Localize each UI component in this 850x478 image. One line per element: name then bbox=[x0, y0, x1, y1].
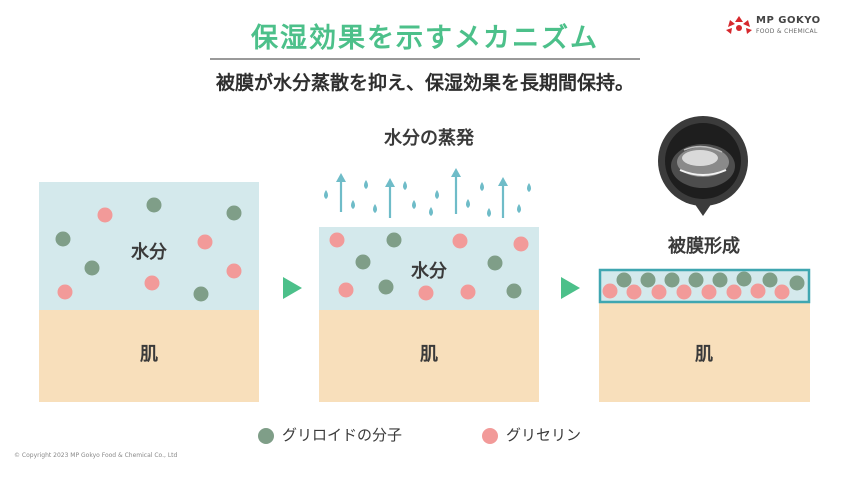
panel-right bbox=[598, 116, 811, 402]
droplets bbox=[324, 180, 531, 217]
skin-layer bbox=[599, 303, 810, 402]
panel-middle bbox=[319, 168, 539, 402]
glyloid-dot-icon bbox=[258, 427, 274, 444]
film-photo-bubble bbox=[658, 116, 748, 216]
legend-label-glyloid: グリロイドの分子 bbox=[282, 426, 403, 444]
page-title: 保湿効果を示すメカニズム bbox=[251, 23, 599, 54]
logo-tagline: FOOD & CHEMICAL bbox=[756, 28, 818, 35]
water-label-left: 水分 bbox=[131, 242, 167, 263]
skin-label-right: 肌 bbox=[695, 344, 713, 365]
logo-name: MP GOKYO bbox=[756, 15, 821, 26]
molecules-left bbox=[55, 197, 242, 302]
legend-item-glycerin: グリセリン bbox=[482, 424, 581, 445]
arrow-right-icon bbox=[283, 277, 302, 299]
film-molecules bbox=[602, 271, 805, 300]
legend-item-glyloid: グリロイドの分子 bbox=[258, 424, 402, 445]
skin-layer bbox=[39, 310, 259, 402]
skin-label-middle: 肌 bbox=[420, 344, 438, 365]
panel-left bbox=[39, 182, 259, 402]
legend-label-glycerin: グリセリン bbox=[506, 426, 582, 444]
page-subtitle: 被膜が水分蒸散を抑え、保湿効果を長期間保持。 bbox=[215, 72, 634, 94]
glycerin-dot-icon bbox=[482, 427, 498, 444]
title-underline bbox=[210, 58, 640, 60]
skin-label-left: 肌 bbox=[140, 344, 158, 365]
arrow-right-icon bbox=[561, 277, 580, 299]
molecules-middle bbox=[329, 232, 529, 301]
copyright-text: © Copyright 2023 MP Gokyo Food & Chemica… bbox=[14, 452, 178, 459]
evaporation-arrows bbox=[336, 168, 508, 218]
skin-layer bbox=[319, 310, 539, 402]
water-label-middle: 水分 bbox=[411, 261, 447, 282]
mp-gokyo-logo-icon bbox=[726, 16, 752, 34]
film-formation-label: 被膜形成 bbox=[668, 236, 740, 257]
evaporation-label: 水分の蒸発 bbox=[384, 128, 474, 149]
